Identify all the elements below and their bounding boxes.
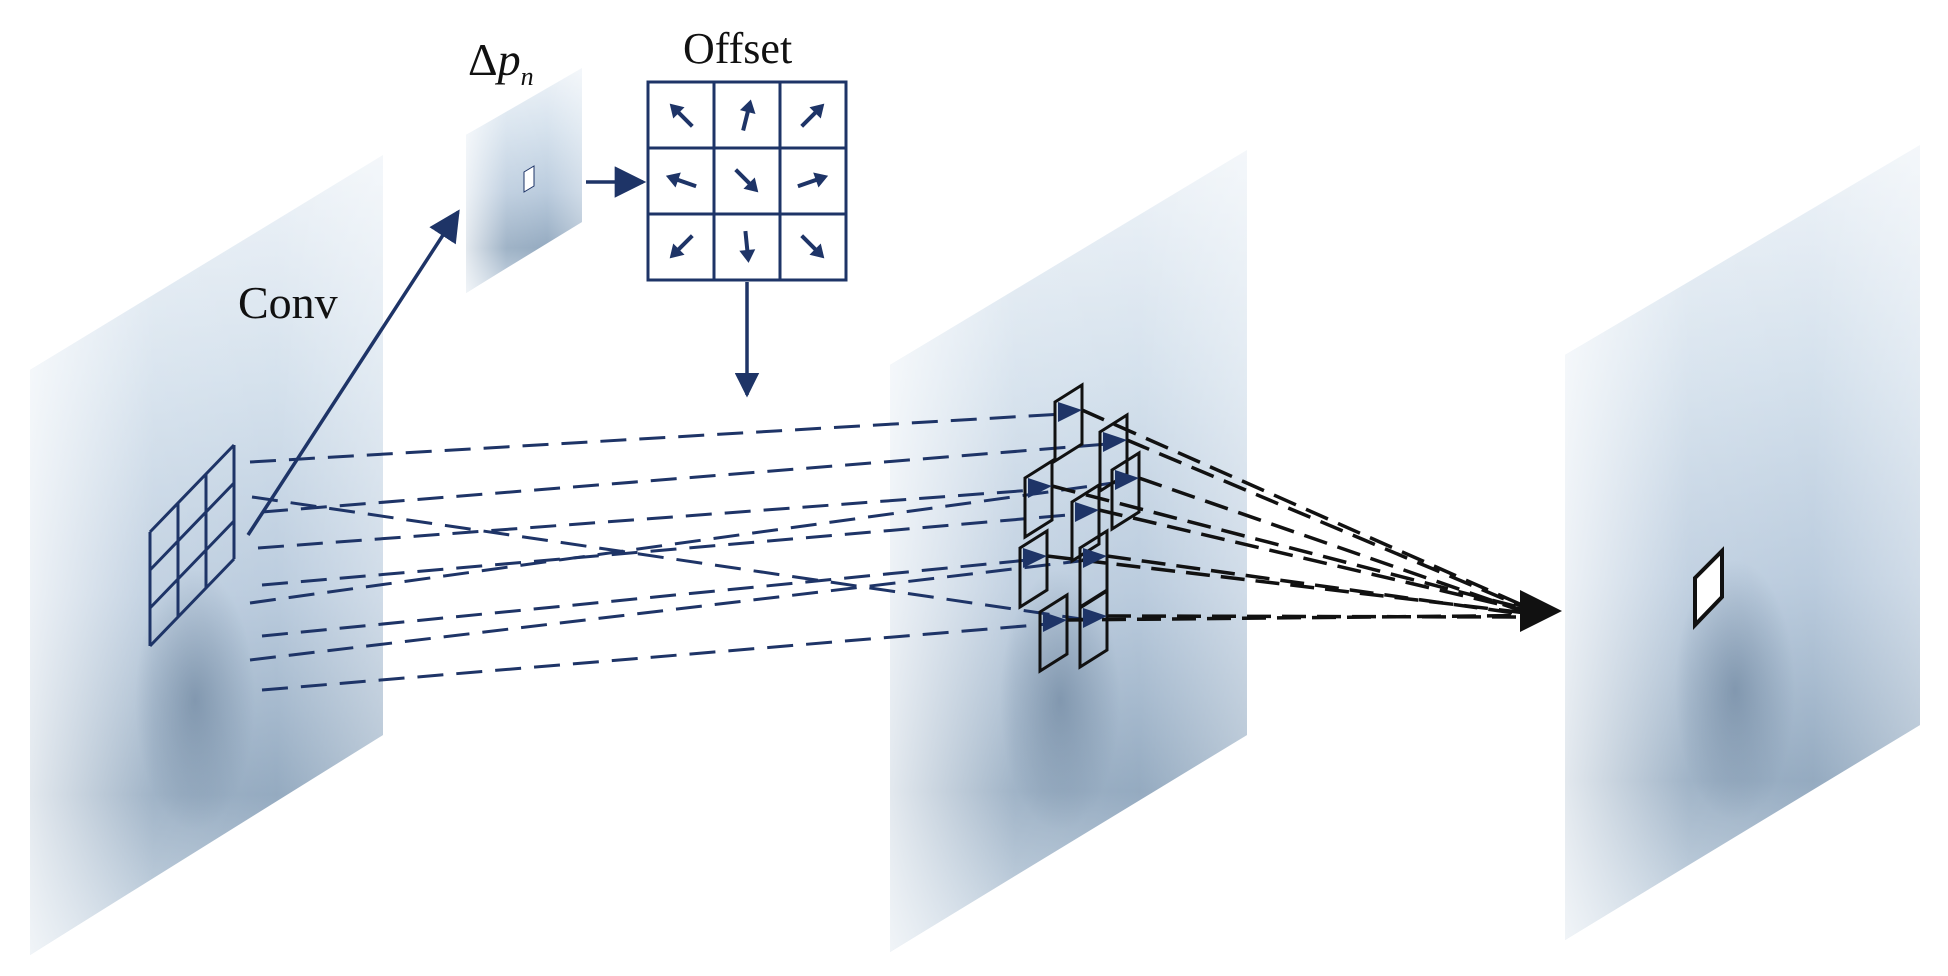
deformed-cell-marker	[1028, 478, 1052, 498]
intermediate-feature-map	[890, 150, 1247, 952]
offset-field-map	[466, 68, 582, 293]
sampling-line-black	[1098, 508, 1523, 612]
kernel-grid-line	[148, 519, 236, 610]
sampling-line-blue	[249, 480, 1121, 605]
sampling-line-black	[1051, 484, 1523, 610]
kernel-grid-line	[148, 481, 236, 572]
output-pixel	[1693, 546, 1724, 630]
conv-arrow	[246, 209, 460, 536]
offset-direction-arrowhead	[739, 99, 756, 115]
offset-direction-arrowhead	[665, 172, 681, 188]
sampling-line-black	[1138, 476, 1523, 613]
sampling-lines-blue	[249, 412, 1121, 692]
delta-variable: p	[495, 34, 521, 85]
offset-direction-arrowhead	[813, 172, 829, 188]
offset-direction-arrowhead	[669, 103, 685, 119]
deformed-cell-marker	[1103, 432, 1127, 452]
deformed-cell	[1110, 450, 1141, 532]
regular-kernel-grid	[148, 443, 236, 648]
sampling-line-blue	[261, 622, 1049, 692]
offset-direction-arrowhead	[743, 177, 759, 193]
offset-direction-arrowhead	[739, 249, 756, 263]
delta-symbol: Δ	[468, 34, 498, 85]
sampling-line-blue	[257, 488, 1034, 550]
deformed-cell-marker	[1115, 470, 1139, 490]
deformed-cell-marker	[1058, 402, 1082, 422]
delta-pn-label: Δpn	[468, 34, 534, 91]
sampling-lines-black	[1046, 408, 1523, 622]
deformed-cell-marker	[1083, 548, 1107, 568]
deformed-cell-marker	[1023, 548, 1047, 568]
sampling-line-black	[1126, 438, 1523, 609]
deformed-cell-marker	[1043, 612, 1067, 632]
kernel-grid-line	[148, 443, 236, 534]
sampling-line-blue	[249, 412, 1064, 464]
sampling-line-blue	[261, 512, 1081, 587]
sampling-line-black	[1046, 554, 1523, 615]
deformed-cell	[1018, 528, 1049, 610]
sampling-line-blue	[261, 558, 1029, 638]
convergence-arrowhead	[1520, 590, 1562, 632]
deformed-sampling-cells	[1018, 382, 1141, 674]
kernel-grid-line	[148, 557, 236, 648]
offset-direction-arrowhead	[809, 243, 825, 259]
sampling-line-blue	[249, 558, 1089, 662]
offset-label: Offset	[683, 24, 792, 73]
deformed-cell-marker	[1083, 608, 1107, 628]
conv-label: Conv	[238, 277, 338, 328]
offset-direction-arrowhead	[669, 243, 685, 259]
deformed-cell-marker	[1075, 502, 1099, 522]
offset-grid	[646, 80, 848, 282]
deformed-cell	[1078, 588, 1109, 670]
offset-map-cell	[523, 165, 535, 193]
output-feature-map	[1565, 145, 1920, 940]
deformed-cell	[1038, 592, 1069, 674]
sampling-line-blue	[261, 442, 1109, 514]
deformed-cell	[1023, 458, 1054, 540]
deformed-cell	[1070, 482, 1101, 564]
delta-subscript: n	[521, 62, 534, 91]
deformed-cell	[1053, 382, 1084, 464]
sampling-line-black	[1081, 408, 1523, 607]
offset-direction-arrowhead	[809, 103, 825, 119]
sampling-line-blue	[251, 495, 1089, 622]
